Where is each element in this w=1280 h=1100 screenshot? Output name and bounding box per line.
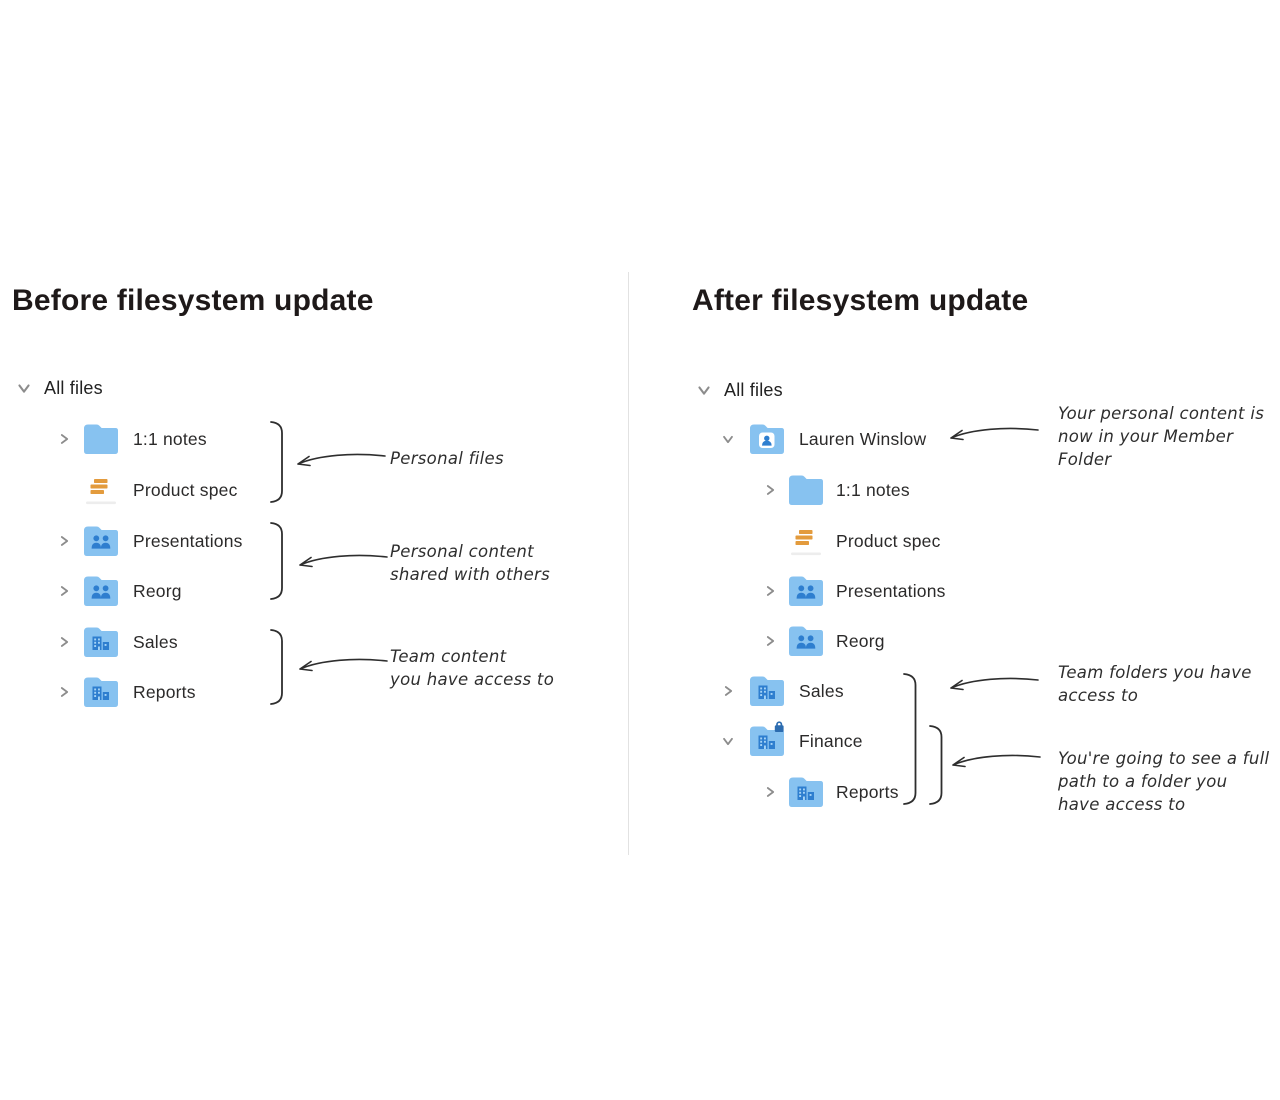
annotation-personal-files: Personal files bbox=[390, 449, 504, 468]
annotation-team-folders: Team folders you have access to bbox=[1058, 663, 1252, 705]
shared-folder-icon bbox=[787, 571, 825, 612]
tree-item-label: Product spec bbox=[836, 530, 941, 551]
tree-item-1-1-notes[interactable]: 1:1 notes bbox=[56, 421, 207, 457]
tree-item-label: Lauren Winslow bbox=[799, 428, 927, 449]
arrow-team-content bbox=[293, 655, 389, 677]
paper-doc-icon bbox=[82, 470, 120, 511]
tree-item-reorg-after[interactable]: Reorg bbox=[762, 623, 885, 659]
tree-item-label: 1:1 notes bbox=[836, 479, 910, 500]
chevron-spacer bbox=[56, 482, 72, 498]
tree-item-label: Presentations bbox=[133, 530, 243, 551]
tree-item-label: Product spec bbox=[133, 479, 238, 500]
before-heading: Before filesystem update bbox=[12, 284, 374, 317]
team-folder-icon bbox=[748, 671, 786, 712]
team-folder-icon bbox=[82, 622, 120, 663]
tree-item-label: Presentations bbox=[836, 580, 946, 601]
chevron-down-icon[interactable] bbox=[696, 382, 712, 398]
tree-item-reports-after[interactable]: Reports bbox=[762, 774, 899, 810]
arrow-member-folder bbox=[944, 424, 1040, 446]
bracket-personal-shared bbox=[269, 521, 285, 601]
chevron-down-icon[interactable] bbox=[16, 380, 32, 396]
tree-item-reorg[interactable]: Reorg bbox=[56, 573, 182, 609]
folder-icon bbox=[82, 419, 120, 460]
shared-folder-icon bbox=[82, 521, 120, 562]
tree-item-label: Reorg bbox=[133, 580, 182, 601]
panel-divider bbox=[628, 272, 629, 855]
tree-item-sales[interactable]: Sales bbox=[56, 624, 178, 660]
chevron-down-icon[interactable] bbox=[720, 733, 736, 749]
arrow-personal-shared bbox=[293, 551, 389, 573]
chevron-right-icon[interactable] bbox=[56, 684, 72, 700]
chevron-right-icon[interactable] bbox=[720, 683, 736, 699]
paper-doc-icon bbox=[787, 521, 825, 562]
team-folder-icon bbox=[82, 672, 120, 713]
tree-item-label: Reorg bbox=[836, 630, 885, 651]
annotation-team-content: Team content you have access to bbox=[390, 647, 555, 689]
tree-root-all-files-after[interactable]: All files bbox=[696, 372, 783, 408]
tree-item-product-spec[interactable]: Product spec bbox=[56, 472, 238, 508]
annotation-member-folder: Your personal content is now in your Mem… bbox=[1058, 404, 1265, 469]
arrow-full-path bbox=[946, 751, 1042, 773]
tree-item-label: Sales bbox=[799, 680, 844, 701]
tree-item-label: Finance bbox=[799, 730, 863, 751]
locked-team-folder-icon bbox=[748, 721, 786, 762]
chevron-right-icon[interactable] bbox=[56, 533, 72, 549]
chevron-right-icon[interactable] bbox=[762, 784, 778, 800]
chevron-spacer bbox=[762, 533, 778, 549]
bracket-team-content bbox=[269, 628, 285, 706]
bracket-team-folders bbox=[902, 672, 919, 806]
tree-item-label: Reports bbox=[133, 681, 196, 702]
arrow-team-folders bbox=[944, 674, 1040, 696]
chevron-right-icon[interactable] bbox=[56, 583, 72, 599]
tree-item-product-spec-after[interactable]: Product spec bbox=[762, 523, 941, 559]
tree-root-label: All files bbox=[724, 379, 783, 400]
tree-item-lauren-winslow[interactable]: Lauren Winslow bbox=[720, 421, 926, 457]
chevron-right-icon[interactable] bbox=[56, 431, 72, 447]
tree-root-all-files-before[interactable]: All files bbox=[16, 370, 103, 406]
chevron-right-icon[interactable] bbox=[762, 482, 778, 498]
after-heading: After filesystem update bbox=[692, 284, 1029, 317]
tree-item-presentations[interactable]: Presentations bbox=[56, 523, 243, 559]
arrow-personal-files bbox=[291, 450, 387, 472]
tree-item-sales-after[interactable]: Sales bbox=[720, 673, 844, 709]
team-folder-icon bbox=[787, 772, 825, 813]
member-folder-icon bbox=[748, 419, 786, 460]
tree-item-label: Reports bbox=[836, 781, 899, 802]
annotation-personal-shared: Personal content shared with others bbox=[390, 542, 551, 584]
shared-folder-icon bbox=[787, 621, 825, 662]
tree-item-reports[interactable]: Reports bbox=[56, 674, 196, 710]
tree-item-label: Sales bbox=[133, 631, 178, 652]
tree-item-finance[interactable]: Finance bbox=[720, 723, 863, 759]
folder-icon bbox=[787, 470, 825, 511]
chevron-right-icon[interactable] bbox=[762, 583, 778, 599]
bracket-full-path bbox=[928, 724, 945, 806]
chevron-down-icon[interactable] bbox=[720, 431, 736, 447]
tree-item-label: 1:1 notes bbox=[133, 428, 207, 449]
tree-item-presentations-after[interactable]: Presentations bbox=[762, 573, 946, 609]
tree-root-label: All files bbox=[44, 377, 103, 398]
chevron-right-icon[interactable] bbox=[762, 633, 778, 649]
tree-item-1-1-notes-after[interactable]: 1:1 notes bbox=[762, 472, 910, 508]
bracket-personal-files bbox=[269, 420, 285, 504]
annotation-full-path: You're going to see a full path to a fol… bbox=[1058, 749, 1270, 814]
chevron-right-icon[interactable] bbox=[56, 634, 72, 650]
shared-folder-icon bbox=[82, 571, 120, 612]
